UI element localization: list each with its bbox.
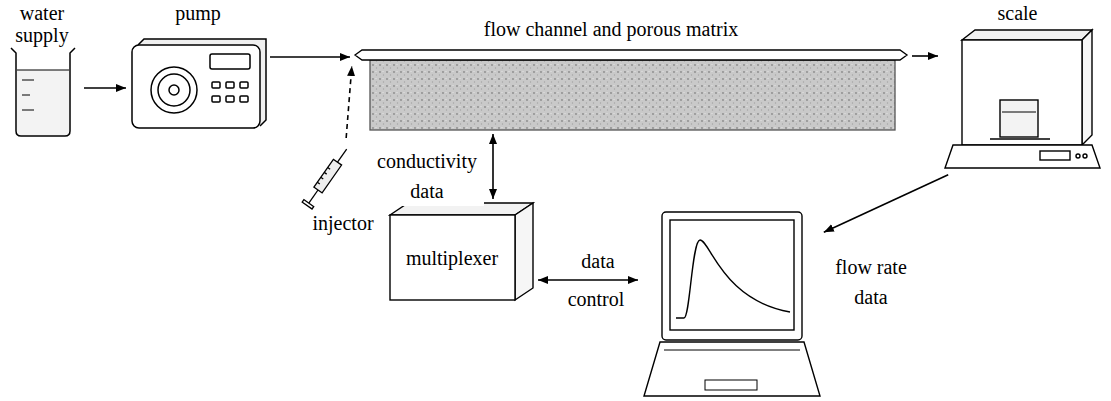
node-label: flow channel and porous matrix (484, 18, 738, 40)
node-label: water supply (2, 2, 82, 46)
edge-label: data (566, 246, 630, 276)
flow-channel-node: flow channel and porous matrix (352, 18, 910, 132)
pump-node: pump (128, 2, 268, 130)
node-label: scale (998, 2, 1038, 24)
multiplexer-box (390, 203, 533, 300)
node-label: multiplexer (406, 247, 498, 269)
water-supply-node: water supply (2, 2, 82, 138)
flow-arrow (270, 56, 350, 58)
computer-node (640, 205, 822, 399)
flow-arrow (912, 55, 938, 57)
flow-arrow (492, 134, 494, 199)
laptop (644, 212, 820, 396)
node-label: injector (312, 212, 373, 234)
edge-label: flow rate data (826, 252, 916, 312)
flow-channel (355, 50, 907, 130)
flow-arrow (346, 66, 352, 138)
flow-arrow (824, 175, 948, 232)
beaker (11, 48, 75, 136)
syringe (302, 146, 351, 209)
node-label: pump (175, 2, 221, 24)
signal-label: control (556, 284, 636, 314)
scale-node: scale (940, 2, 1105, 174)
flow-arrow (84, 87, 126, 89)
flow-arrow (538, 279, 638, 281)
multiplexer-node: multiplexer (388, 201, 536, 302)
pump-device (132, 39, 266, 128)
balance-scale (945, 30, 1100, 168)
edge-label: conductivity data (370, 146, 484, 206)
